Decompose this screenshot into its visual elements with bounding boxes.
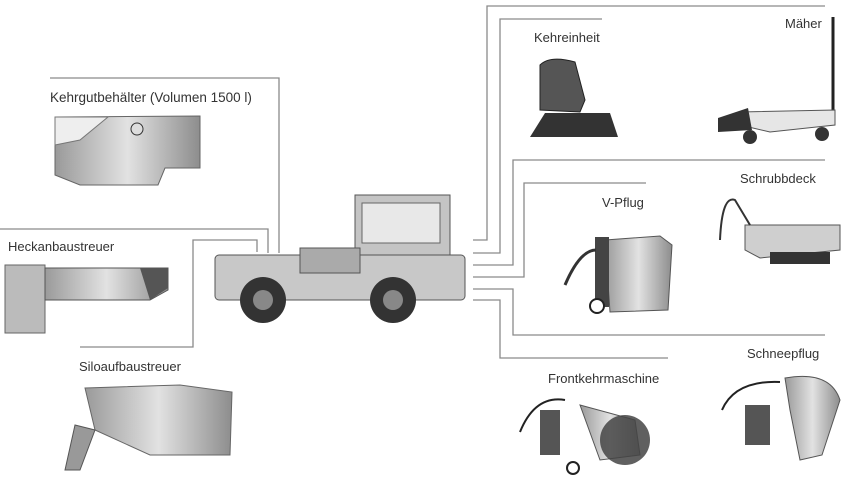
label-vpflug: V-Pflug xyxy=(602,195,644,210)
connector-vpflug xyxy=(473,182,646,278)
frontkehrmaschine-image xyxy=(519,398,650,475)
kehreinheit-image xyxy=(530,58,618,137)
connector-kehrgut xyxy=(50,77,280,253)
connector-heckan xyxy=(0,228,269,253)
label-heckanbaustreuer: Heckanbaustreuer xyxy=(8,239,115,254)
siloaufbaustreuer-image xyxy=(64,384,233,471)
connector-maeher xyxy=(473,5,825,241)
connector-kehreinheit xyxy=(473,18,602,254)
connector-frontkehr xyxy=(473,299,668,359)
label-schrubbdeck: Schrubbdeck xyxy=(740,171,816,186)
label-maeher: Mäher xyxy=(785,16,822,31)
maeher-image xyxy=(718,17,836,144)
heckanbaustreuer-image xyxy=(4,264,169,334)
tractor-image xyxy=(214,194,466,323)
label-frontkehrmaschine: Frontkehrmaschine xyxy=(548,371,660,386)
connector-silo xyxy=(80,239,258,348)
kehrgut-image xyxy=(54,115,201,186)
label-schneepflug: Schneepflug xyxy=(747,346,820,361)
connector-schneepflug xyxy=(473,288,825,336)
label-kehreinheit: Kehreinheit xyxy=(534,30,600,45)
label-siloaufbaustreuer: Siloaufbaustreuer xyxy=(79,359,181,374)
schneepflug-image xyxy=(721,375,841,461)
connector-schrubbdeck xyxy=(473,159,825,266)
label-kehrgutbehaelter: Kehrgutbehälter (Volumen 1500 l) xyxy=(50,90,252,105)
schrubbdeck-image xyxy=(719,198,841,264)
connector-lines xyxy=(0,5,825,359)
vpflug-image xyxy=(563,235,673,314)
